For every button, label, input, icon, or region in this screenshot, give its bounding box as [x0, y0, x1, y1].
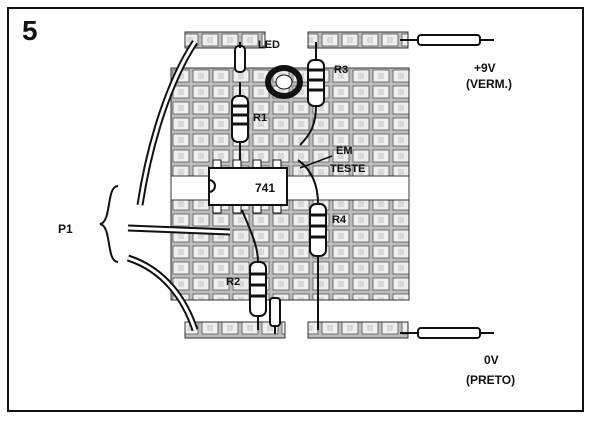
r1-label: R1: [253, 112, 267, 124]
positive-color-label: (VERM.): [466, 77, 512, 91]
ic-channel: [170, 175, 410, 201]
r3-label: R3: [334, 64, 348, 76]
positive-voltage-label: +9V: [474, 61, 496, 75]
r2-label: R2: [226, 276, 240, 288]
r4-label: R4: [332, 214, 347, 226]
under-test-label-line1: EM: [336, 145, 353, 157]
resistor-r2: [241, 209, 267, 330]
resistor-r3: [299, 42, 325, 146]
led-component: [234, 42, 303, 99]
board-lower-section: [170, 199, 410, 301]
under-test-label-line2: TESTE: [330, 163, 365, 175]
positive-power-lead: [400, 34, 494, 46]
ground-voltage-label: 0V: [484, 353, 499, 367]
ground-color-label: (PRETO): [466, 373, 515, 387]
ground-power-lead: [400, 327, 494, 339]
small-component-r2-side: [269, 297, 281, 334]
led-label: LED: [258, 39, 280, 51]
ic-741-chip: [208, 159, 288, 214]
potentiometer-p1-leads: [126, 40, 231, 332]
bottom-rail-pads: [184, 321, 409, 339]
p1-brace: [99, 185, 119, 263]
resistor-r1: [231, 82, 249, 160]
resistor-r4: [297, 159, 327, 330]
figure-number: 5: [22, 15, 38, 46]
ic-label: 741: [255, 181, 275, 195]
p1-label: P1: [58, 222, 73, 236]
